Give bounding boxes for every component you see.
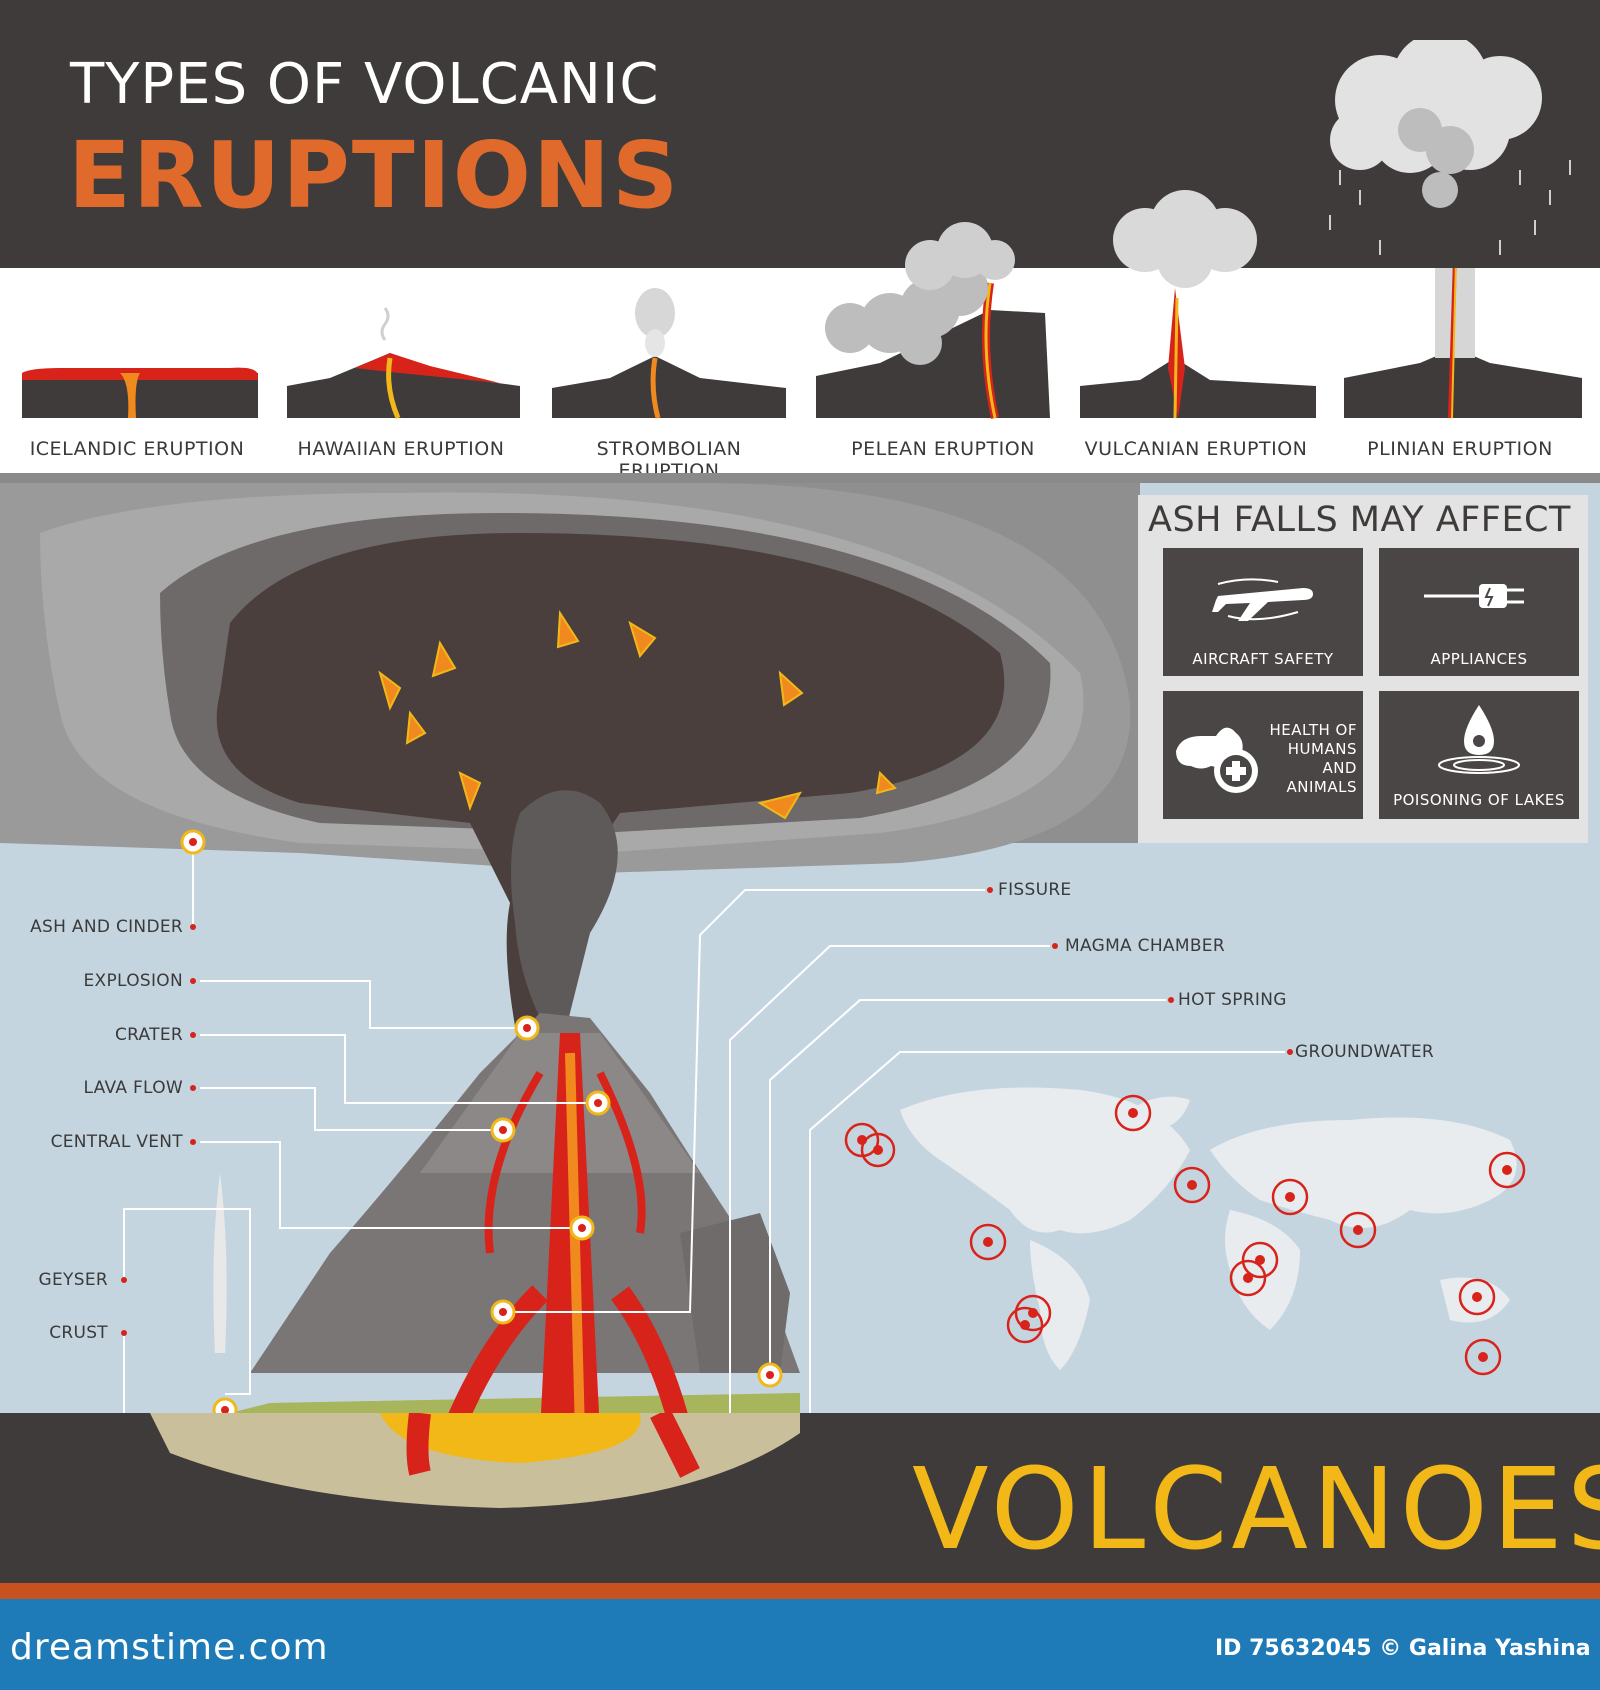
tile-label-health: HEALTH OF HUMANS AND ANIMALS <box>1263 721 1357 797</box>
tile-label-appliances: APPLIANCES <box>1430 650 1528 668</box>
vulcanian-eruption-illustration <box>1080 288 1316 419</box>
footer-credit: ID 75632045 © Galina Yashina <box>1215 1636 1591 1661</box>
title-line-1: TYPES OF VOLCANIC <box>70 52 660 117</box>
eruption-types-illustrations <box>22 268 1582 419</box>
tile-label-health-line-4: ANIMALS <box>1286 778 1357 796</box>
electric-plug-icon <box>1424 584 1524 608</box>
callout-markers <box>121 829 1293 1505</box>
volcanoes-title: VOLCANOES <box>912 1445 1600 1575</box>
footer-site: dreamstime.com <box>10 1627 329 1668</box>
eruption-label-pelean: PELEAN ERUPTION <box>851 438 1035 460</box>
tile-label-aircraft-safety: AIRCRAFT SAFETY <box>1192 650 1334 668</box>
label-geyser: GEYSER <box>38 1270 108 1290</box>
strombolian-eruption-illustration <box>552 288 786 419</box>
eruption-types-strip <box>0 268 1600 473</box>
tile-label-health-line-1: HEALTH OF <box>1269 721 1357 739</box>
pelean-cloud <box>905 222 1015 290</box>
plinian-cloud-top <box>1329 40 1571 255</box>
footer-band <box>0 1599 1600 1690</box>
ash-falls-title: ASH FALLS MAY AFFECT <box>1148 500 1571 540</box>
tile-aircraft-safety: AIRCRAFT SAFETY <box>1163 548 1363 676</box>
label-fissure: FISSURE <box>998 880 1072 900</box>
label-central-vent: CENTRAL VENT <box>50 1132 183 1152</box>
eruption-label-plinian: PLINIAN ERUPTION <box>1367 438 1553 460</box>
airplane-icon <box>1212 578 1313 621</box>
poison-drop-icon <box>1438 705 1520 774</box>
plinian-eruption-illustration <box>1344 268 1582 419</box>
health-cross-icon <box>1176 727 1258 793</box>
label-lava-flow: LAVA FLOW <box>83 1078 183 1098</box>
vulcanian-cloud <box>1113 190 1257 288</box>
label-magma-chamber: MAGMA CHAMBER <box>1065 936 1225 956</box>
label-crust: CRUST <box>49 1323 108 1343</box>
label-ash-and-cinder: ASH AND CINDER <box>30 917 183 937</box>
label-hot-spring: HOT SPRING <box>1178 990 1287 1010</box>
eruption-label-hawaiian: HAWAIIAN ERUPTION <box>297 438 505 460</box>
volcano-base-overlap <box>150 1413 800 1508</box>
hawaiian-eruption-illustration <box>287 307 520 419</box>
label-explosion: EXPLOSION <box>83 971 183 991</box>
tile-poisoning-of-lakes: POISONING OF LAKES <box>1379 691 1579 819</box>
eruption-label-vulcanian: VULCANIAN ERUPTION <box>1084 438 1308 460</box>
tile-label-health-line-3: AND <box>1322 759 1357 777</box>
title-line-2: ERUPTIONS <box>68 122 681 229</box>
label-crater: CRATER <box>114 1025 183 1045</box>
label-groundwater: GROUNDWATER <box>1295 1042 1435 1062</box>
tile-health: HEALTH OF HUMANS AND ANIMALS <box>1163 691 1363 819</box>
tile-label-health-line-2: HUMANS <box>1287 740 1357 758</box>
tile-label-poisoning-of-lakes: POISONING OF LAKES <box>1393 791 1565 809</box>
orange-divider <box>0 1583 1600 1599</box>
eruption-label-icelandic: ICELANDIC ERUPTION <box>29 438 245 460</box>
icelandic-eruption-illustration <box>22 367 258 418</box>
tile-appliances: APPLIANCES <box>1379 548 1579 676</box>
